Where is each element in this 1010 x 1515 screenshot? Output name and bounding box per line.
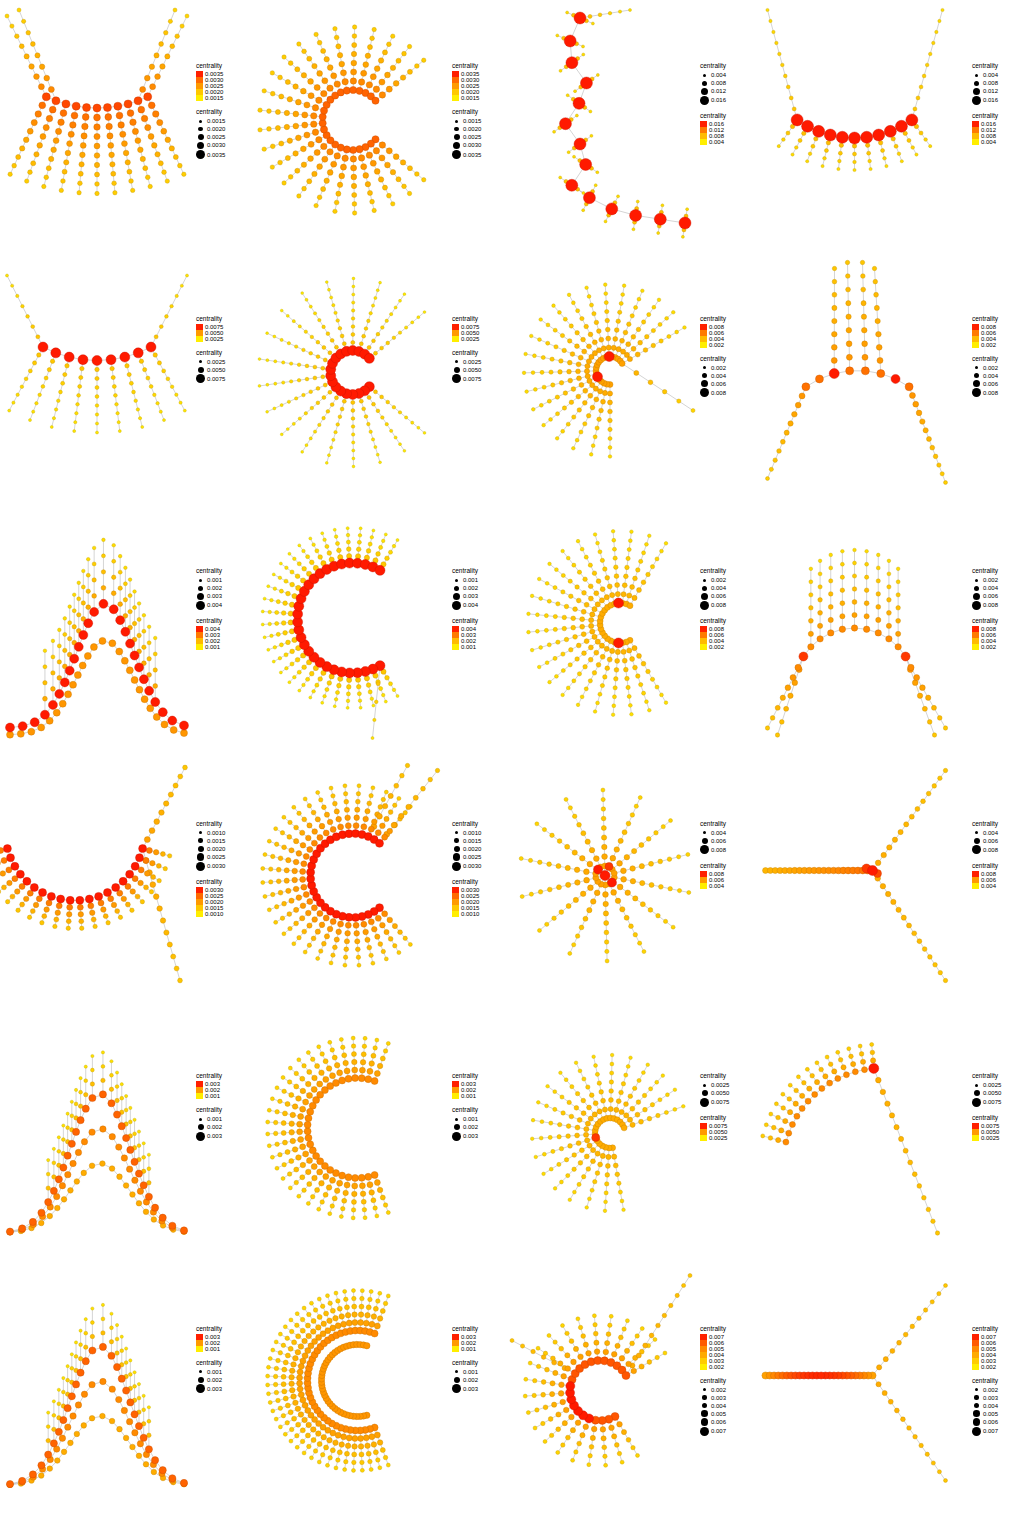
page: {"diagram": { "labels": ["centrality","c… xyxy=(0,0,1010,1515)
